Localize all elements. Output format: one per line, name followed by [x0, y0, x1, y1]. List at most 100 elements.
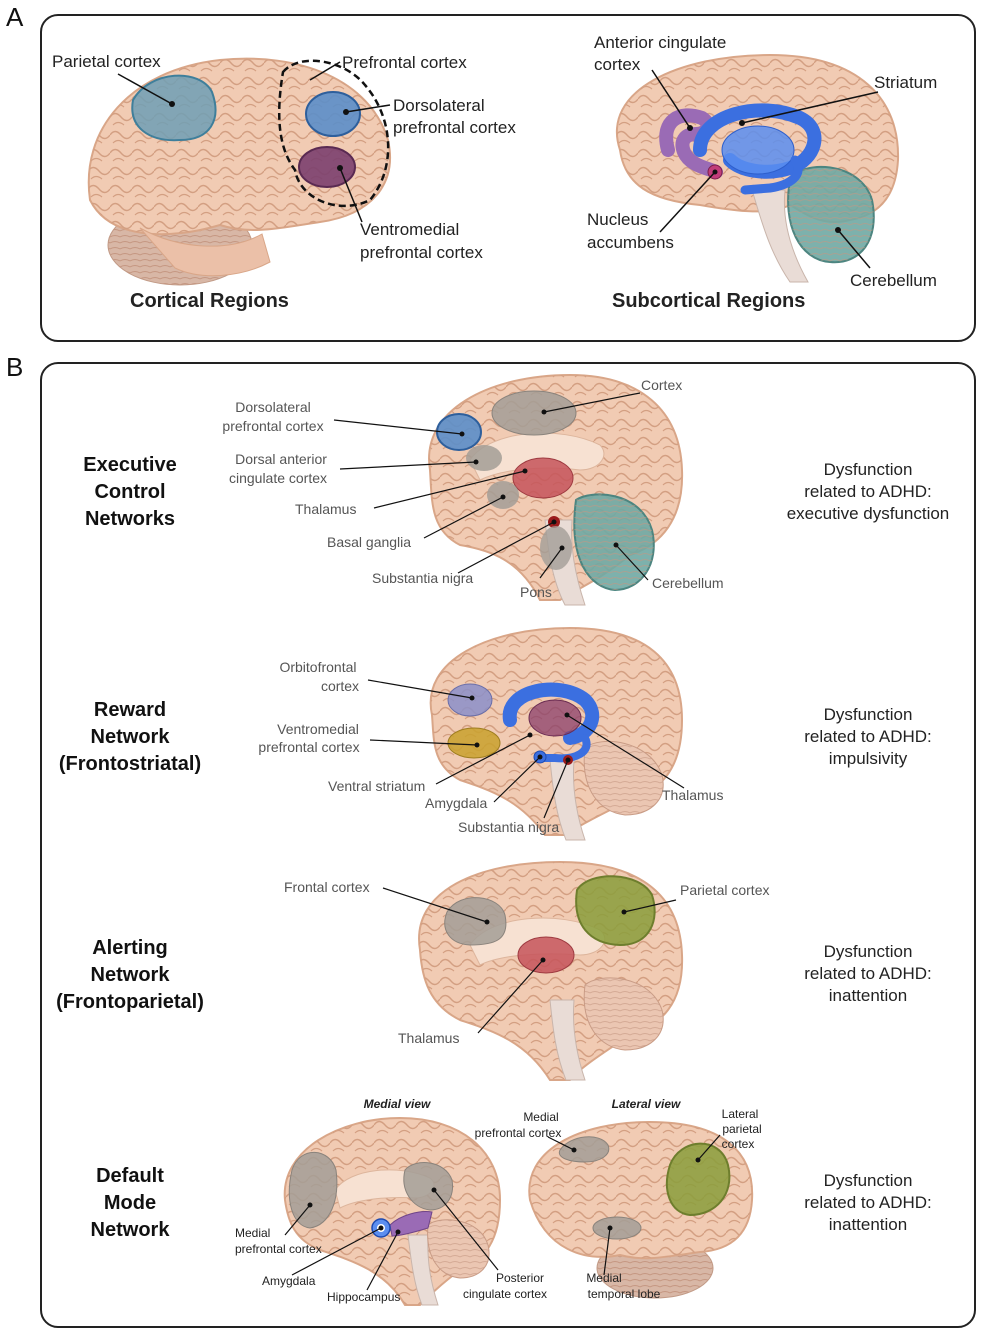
dmn-lateral-brain [528, 1120, 754, 1299]
brainstem-a [751, 189, 809, 283]
network-name-line: Alerting [92, 937, 168, 959]
lateral-parietal-region-dmn [665, 1142, 731, 1217]
label-lpc-dmn-1: Lateral [722, 1107, 759, 1121]
label-mpfc-dmn-a-2: prefrontal cortex [235, 1242, 322, 1256]
network-name-line: Network [90, 964, 170, 986]
prefrontal-cortex-outline [278, 59, 390, 208]
frontal-cortex-region-alerting [444, 897, 507, 946]
label-acc-a-1: Anterior cingulate [594, 33, 726, 52]
dacc-region-exec [466, 445, 502, 471]
dysfunction-line: inattention [828, 1215, 908, 1234]
parietal-cortex-region [131, 74, 217, 142]
dysfunction-alerting: Dysfunction related to ADHD: inattention [763, 941, 973, 1007]
dysfunction-line: related to ADHD: [804, 964, 932, 983]
dmn-medial-brain [283, 1116, 502, 1306]
network-name-line: Reward [93, 699, 167, 721]
cortical-brain [87, 57, 391, 286]
network-name-line: Default [96, 1165, 164, 1187]
network-name-line: Networks [84, 508, 176, 530]
subcortical-regions-title: Subcortical Regions [612, 290, 806, 312]
label-pons-exec: Pons [520, 584, 552, 600]
network-name-executive: Executive Control Networks [40, 452, 220, 533]
network-name-reward: Reward Network (Frontostriatal) [40, 697, 220, 778]
label-vstr-reward: Ventral striatum [328, 778, 425, 794]
label-mpfc-dmn-b-2: prefrontal cortex [475, 1126, 562, 1140]
hippocampus-region-dmn [389, 1211, 433, 1237]
thalamus-region-reward [528, 699, 582, 737]
label-medial-view: Medial view [364, 1097, 431, 1111]
label-nacc-a-2: accumbens [587, 233, 674, 252]
label-amyg-dmn: Amygdala [262, 1274, 316, 1288]
label-sn-reward: Substantia nigra [458, 819, 559, 835]
network-name-line: Executive [83, 454, 177, 476]
label-dlpfc-a-1: Dorsolateral [393, 96, 485, 115]
label-thalamus-exec: Thalamus [295, 501, 356, 517]
mpfc-region-dmn-medial [288, 1151, 338, 1229]
dysfunction-default-mode: Dysfunction related to ADHD: inattention [763, 1170, 973, 1236]
network-name-line: Network [90, 726, 170, 748]
panel-a-letter: A [6, 2, 24, 32]
mpfc-region-dmn-lateral [558, 1136, 610, 1163]
striatum-reward [502, 682, 600, 745]
label-acc-a-2: cortex [594, 55, 641, 74]
dysfunction-line: impulsivity [828, 749, 908, 768]
label-cerebellum-exec: Cerebellum [652, 575, 724, 591]
dlpfc-region-a [305, 91, 361, 137]
dysfunction-reward: Dysfunction related to ADHD: impulsivity [763, 704, 973, 770]
thalamus-region-exec [512, 457, 574, 499]
label-lpc-dmn-2: parietal [722, 1122, 761, 1136]
label-parietal-a: Parietal cortex [52, 52, 161, 71]
alerting-brain [382, 860, 684, 1081]
dysfunction-line: Dysfunction [823, 1171, 913, 1190]
panel-b-frame [40, 362, 976, 1328]
ofc-region-reward [447, 683, 493, 717]
dysfunction-line: related to ADHD: [804, 727, 932, 746]
vmpfc-region-a [298, 146, 356, 188]
label-nacc-a-1: Nucleus [587, 210, 648, 229]
label-ofc-reward-2: cortex [321, 678, 359, 694]
parietal-cortex-region-alerting [575, 875, 656, 947]
dysfunction-line: inattention [828, 986, 908, 1005]
striatum-body-a [721, 125, 795, 175]
acc-region-a [659, 108, 723, 179]
executive-brain [333, 373, 684, 606]
label-pcc-dmn-1: Posterior [496, 1271, 544, 1285]
label-dacc-exec-1: Dorsal anterior [235, 451, 327, 467]
label-mtl-dmn-2: temporal lobe [588, 1287, 661, 1301]
reward-brain [367, 626, 685, 841]
label-pcc-dmn-2: cingulate cortex [463, 1287, 547, 1301]
panel-a-frame [40, 14, 976, 342]
label-cerebellum-a: Cerebellum [850, 271, 937, 290]
network-name-line: Network [90, 1219, 170, 1241]
label-hippo-dmn: Hippocampus [327, 1290, 400, 1304]
label-lateral-view: Lateral view [612, 1097, 681, 1111]
label-basal-exec: Basal ganglia [327, 534, 411, 550]
network-name-line: (Frontoparietal) [56, 991, 204, 1013]
label-prefrontal-a: Prefrontal cortex [342, 53, 467, 72]
dysfunction-executive: Dysfunction related to ADHD: executive d… [763, 459, 973, 525]
dysfunction-line: related to ADHD: [804, 482, 932, 501]
thalamus-region-alerting [517, 936, 575, 974]
label-mpfc-dmn-a-1: Medial [235, 1226, 270, 1240]
label-vmpfc-a-1: Ventromedial [360, 220, 459, 239]
dysfunction-line: Dysfunction [823, 705, 913, 724]
label-ofc-reward-1: Orbitofrontal [279, 659, 356, 675]
label-vmpfc-reward-1: Ventromedial [277, 721, 359, 737]
label-parietal-alerting: Parietal cortex [680, 882, 769, 898]
label-dlpfc-exec-1: Dorsolateral [235, 399, 310, 415]
subcortical-brain [616, 53, 900, 283]
dlpfc-region-exec [436, 413, 482, 451]
label-mpfc-dmn-b-1: Medial [523, 1110, 558, 1124]
network-name-line: Control [94, 481, 166, 503]
label-dlpfc-a-2: prefrontal cortex [393, 118, 516, 137]
network-name-default-mode: Default Mode Network [40, 1163, 220, 1244]
cortical-regions-title: Cortical Regions [130, 290, 289, 312]
dysfunction-line: Dysfunction [823, 460, 913, 479]
label-dlpfc-exec-2: prefrontal cortex [222, 418, 323, 434]
label-dacc-exec-2: cingulate cortex [229, 470, 327, 486]
dysfunction-line: related to ADHD: [804, 1193, 932, 1212]
label-thalamus-reward: Thalamus [662, 787, 723, 803]
label-vmpfc-a-2: prefrontal cortex [360, 243, 483, 262]
mtl-region-dmn [592, 1216, 642, 1240]
